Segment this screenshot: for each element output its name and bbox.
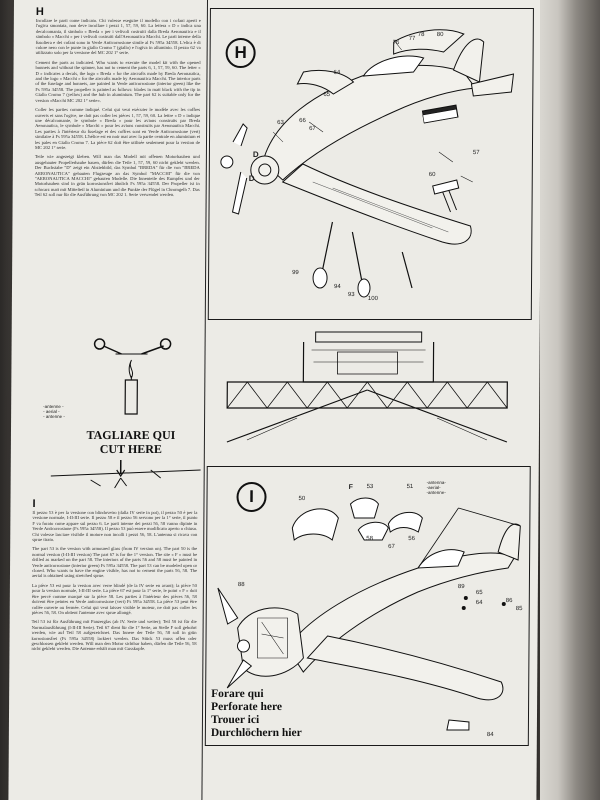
part-number-i-56: 56 bbox=[408, 536, 415, 542]
paragraph-english-i: The part 53 is the version with armoured… bbox=[31, 546, 198, 579]
part-number-i-86: 86 bbox=[505, 598, 513, 604]
part-number-h-92: 57 bbox=[472, 150, 480, 156]
antenna-label-fr: - antenne - bbox=[43, 414, 65, 419]
canopy-antenna-diagram bbox=[226, 331, 508, 443]
paragraph-french-i: La pièce 53 est pour la version avec ver… bbox=[31, 582, 197, 615]
part-number-h-100: 100 bbox=[367, 296, 378, 302]
part-number-h-94: 94 bbox=[333, 284, 341, 290]
left-text-column: H Incollare le parti come indicato. Chi … bbox=[35, 6, 201, 202]
part-number-i-89: 89 bbox=[457, 584, 465, 590]
perforate-label-it: Forare qui bbox=[211, 688, 264, 700]
part-number-i-50: 50 bbox=[298, 496, 306, 502]
part-number-i-85: 85 bbox=[515, 606, 523, 612]
part-number-h-80: 80 bbox=[436, 32, 444, 38]
perforate-label-en: Perforate here bbox=[211, 701, 283, 713]
diagram-h-aircraft-exploded bbox=[220, 29, 515, 298]
part-number-h-99: 99 bbox=[292, 270, 299, 276]
paragraph-italian-i: Il pezzo 53 è per la versione con blindo… bbox=[32, 510, 198, 543]
part-number-i-58: 58 bbox=[366, 536, 373, 542]
page-fold-edge bbox=[540, 0, 600, 800]
decal-marker-d-1: D bbox=[252, 150, 259, 159]
perforate-label-fr: Trouer ici bbox=[210, 714, 260, 726]
part-number-h-67: 67 bbox=[309, 126, 316, 132]
paragraph-german-h: Teile wie angezeigt kleben. Will man das… bbox=[34, 154, 200, 198]
perforate-label-de: Durchlöchern hier bbox=[210, 727, 302, 739]
part-number-h-78: 78 bbox=[417, 32, 425, 38]
cut-here-label: TAGLIARE QUI CUT HERE bbox=[71, 428, 191, 456]
part-number-h-77: 77 bbox=[408, 36, 416, 42]
perforate-here-label: Forare qui Perforate here Trouer ici Dur… bbox=[211, 688, 331, 740]
left-text-column-i: I Il pezzo 53 è per la versione con blin… bbox=[31, 498, 197, 656]
instruction-page: H Incollare le parti come indicato. Chi … bbox=[8, 0, 542, 800]
part-number-h-76: 76 bbox=[392, 40, 400, 46]
paragraph-italian-h: Incollare le parti come indicato. Chi vo… bbox=[35, 18, 201, 56]
part-number-h-64: 64 bbox=[333, 70, 341, 76]
part-number-i-53: 53 bbox=[366, 484, 374, 490]
part-number-i-51: 51 bbox=[406, 484, 414, 490]
part-number-i-88: 88 bbox=[237, 582, 245, 588]
part-number-h-91: 60 bbox=[428, 172, 436, 178]
section-letter-i: I bbox=[32, 498, 36, 510]
part-number-h-65: 65 bbox=[323, 92, 331, 98]
paragraph-german-i: Teil 53 ist für Ausführung mit Panzergla… bbox=[31, 619, 197, 652]
part-number-h-63: 63 bbox=[277, 120, 284, 126]
drill-marker-f: F bbox=[348, 484, 353, 491]
paragraph-english-h: Cement the parts as indicated. Who wants… bbox=[35, 59, 201, 103]
decal-marker-d-2: D bbox=[248, 174, 255, 183]
part-number-i-67: 67 bbox=[388, 544, 395, 550]
paragraph-french-h: Coller les parties comme indiqué. Celui … bbox=[34, 107, 201, 150]
antenna-labels-left: -antenne - - aerial - - antenne - bbox=[43, 404, 83, 419]
cut-here-illustration bbox=[50, 460, 201, 489]
cut-label-en: CUT HERE bbox=[99, 442, 162, 456]
section-letter-h: H bbox=[35, 6, 44, 18]
part-number-h-66: 66 bbox=[299, 118, 306, 124]
diagram-i-aircraft-exploded bbox=[217, 497, 521, 731]
part-number-i-64: 64 bbox=[475, 600, 483, 606]
cut-label-it: TAGLIARE QUI bbox=[86, 428, 176, 442]
part-number-i-65: 65 bbox=[475, 590, 483, 596]
part-number-h-93: 93 bbox=[347, 292, 355, 298]
part-number-i-84: 84 bbox=[486, 732, 494, 738]
sprue-stretching-illustration bbox=[93, 338, 172, 415]
